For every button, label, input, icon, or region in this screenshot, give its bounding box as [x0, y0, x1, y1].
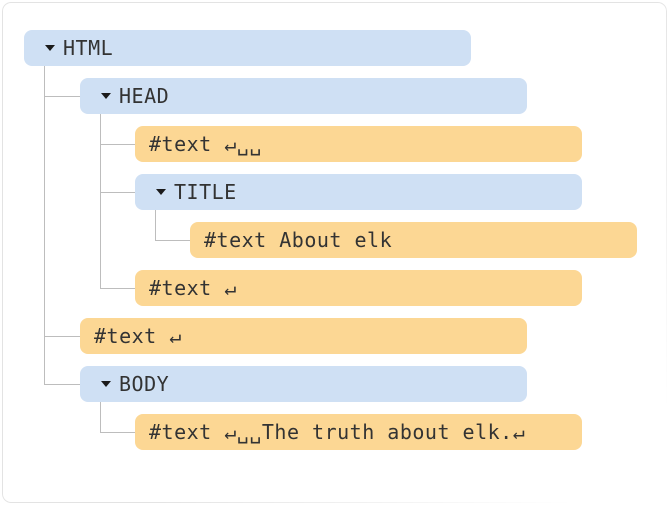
- caret-down-icon[interactable]: [101, 93, 111, 99]
- tree-node-text-between-head-body[interactable]: #text ↵: [80, 318, 527, 354]
- connector-line: [155, 210, 156, 241]
- node-label: HEAD: [119, 84, 170, 108]
- tree-node-title[interactable]: TITLE: [135, 174, 582, 210]
- node-label: #text ↵: [94, 324, 182, 348]
- tree-node-head[interactable]: HEAD: [80, 78, 527, 114]
- caret-down-icon[interactable]: [45, 45, 55, 51]
- tree-node-body[interactable]: BODY: [80, 366, 527, 402]
- connector-line: [100, 288, 135, 289]
- connector-line: [155, 240, 190, 241]
- connector-line: [100, 114, 101, 289]
- node-label: #text ↵: [149, 276, 237, 300]
- tree-node-text-body-content[interactable]: #text ↵␣␣The truth about elk.↵: [135, 414, 582, 450]
- node-label: BODY: [119, 372, 170, 396]
- tree-node-text-head-leading[interactable]: #text ↵␣␣: [135, 126, 582, 162]
- connector-line: [100, 432, 135, 433]
- connector-line: [44, 336, 80, 337]
- node-label: #text ↵␣␣: [149, 132, 262, 156]
- connector-line: [100, 402, 101, 433]
- caret-down-icon[interactable]: [101, 381, 111, 387]
- node-label: #text About elk: [204, 228, 393, 252]
- connector-line: [44, 384, 80, 385]
- tree-node-text-head-trailing[interactable]: #text ↵: [135, 270, 582, 306]
- connector-line: [44, 66, 45, 385]
- connector-line: [100, 144, 135, 145]
- node-label: #text ↵␣␣The truth about elk.↵: [149, 420, 526, 444]
- caret-down-icon[interactable]: [156, 189, 166, 195]
- tree-node-text-title-content[interactable]: #text About elk: [190, 222, 637, 258]
- node-label: TITLE: [174, 180, 237, 204]
- tree-node-html[interactable]: HTML: [24, 30, 471, 66]
- node-label: HTML: [63, 36, 114, 60]
- connector-line: [100, 192, 135, 193]
- connector-line: [44, 96, 80, 97]
